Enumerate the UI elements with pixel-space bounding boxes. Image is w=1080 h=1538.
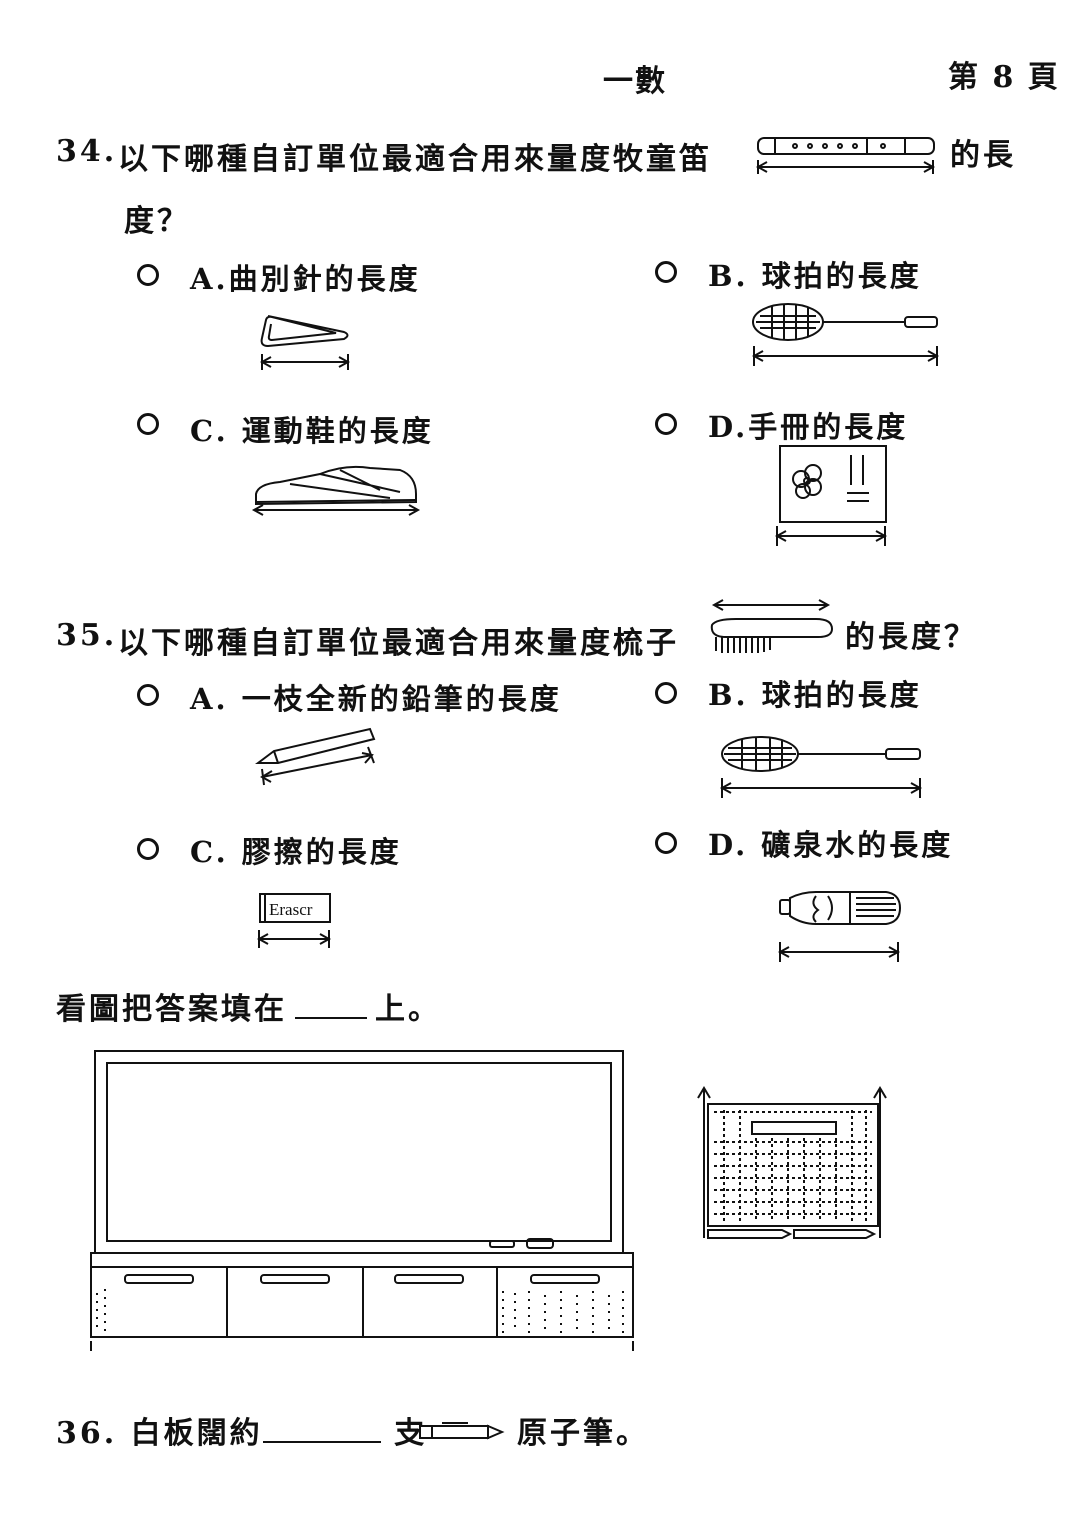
q34-option-c-label: C. 運動鞋的長度	[190, 414, 434, 448]
instruction-before: 看圖把答案填在	[56, 992, 287, 1027]
q36-line: 36. 白板闊約 支	[56, 1408, 427, 1452]
q36-after: 原子筆。	[517, 1416, 649, 1451]
whiteboard-illustration	[90, 1050, 634, 1351]
q34-option-a-label: A.曲別針的長度	[190, 262, 421, 296]
q35-option-c-radio[interactable]	[137, 838, 159, 860]
q34-number: 34.	[56, 134, 118, 169]
q35-option-a-label: A. 一枝全新的鉛筆的長度	[190, 682, 562, 716]
racket-icon	[751, 303, 940, 366]
q36-before: 白板闊約	[130, 1416, 263, 1451]
q34-text-line2: 度？	[124, 204, 190, 239]
pencil-icon	[255, 727, 376, 786]
q34-text-after: 的長	[950, 138, 1016, 173]
instruction-line: 看圖把答案填在 上。	[56, 984, 441, 1028]
recorder-icon	[755, 137, 936, 174]
q35-text: 以下哪種自訂單位最適合用來量度梳子	[118, 626, 679, 661]
q34-option-c-radio[interactable]	[137, 413, 159, 435]
q35-option-d-label: D. 礦泉水的長度	[708, 828, 954, 862]
q35-option-a-radio[interactable]	[137, 684, 159, 706]
q35-option-c-label: C. 膠擦的長度	[190, 835, 402, 869]
bottle-icon	[777, 891, 902, 962]
racket-icon	[719, 736, 923, 798]
instruction-after: 上。	[375, 992, 441, 1027]
board-illustration	[697, 1086, 887, 1239]
shoe-icon	[251, 465, 421, 516]
q35-option-d-radio[interactable]	[655, 832, 677, 854]
comb-icon	[710, 599, 834, 653]
page-number: 第 8 頁	[948, 60, 1060, 95]
q34-option-d-radio[interactable]	[655, 413, 677, 435]
q36-number: 36.	[56, 1416, 118, 1451]
eraser-label: Erascr	[269, 900, 313, 919]
q34-option-d-label: D.手冊的長度	[708, 410, 909, 444]
q35-number: 35.	[56, 618, 118, 653]
ballpoint-pen-icon	[419, 1422, 505, 1440]
handbook-icon	[774, 445, 888, 546]
instruction-blank	[295, 1017, 367, 1019]
q34-option-b-radio[interactable]	[655, 261, 677, 283]
paperclip-icon	[259, 315, 351, 370]
q35-text-after: 的長度？	[845, 620, 977, 655]
q34-text: 以下哪種自訂單位最適合用來量度牧童笛	[118, 142, 712, 177]
q34-option-b-label: B. 球拍的長度	[708, 259, 922, 293]
q36-answer-blank[interactable]	[262, 1441, 381, 1443]
q35-option-b-label: B. 球拍的長度	[708, 678, 922, 712]
eraser-icon: Erascr	[256, 893, 332, 948]
subject-title: 一數	[603, 64, 667, 99]
q35-option-b-radio[interactable]	[655, 682, 677, 704]
q34-option-a-radio[interactable]	[137, 264, 159, 286]
